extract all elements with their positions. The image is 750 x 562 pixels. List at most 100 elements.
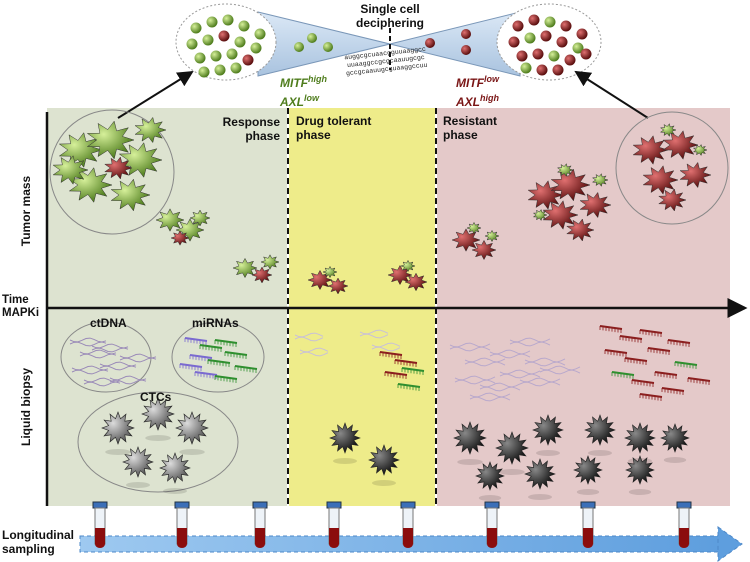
dna-strand xyxy=(79,349,117,359)
liquid-biopsy-label: Liquid biopsy xyxy=(19,368,33,446)
ctc-cell xyxy=(453,421,487,465)
cell-sphere xyxy=(556,36,568,48)
mirna-strand xyxy=(234,365,258,373)
tumor-cell xyxy=(260,254,280,270)
mirnas-label: miRNAs xyxy=(192,316,239,330)
magnified-resistant-tumor xyxy=(615,111,729,225)
sample-tubes xyxy=(92,501,692,548)
hourglass xyxy=(257,11,521,77)
cell-sphere xyxy=(214,64,226,76)
tumor-cell xyxy=(527,180,564,210)
mirna-strand xyxy=(631,379,655,387)
right-marker-label: MITFlow AXLhigh xyxy=(456,74,499,109)
mirna-strand xyxy=(654,371,678,379)
blood-sample-tube xyxy=(174,501,190,548)
ctc-cell xyxy=(524,458,556,500)
ctc-cell xyxy=(159,452,191,494)
cell-sphere xyxy=(206,16,218,28)
cell-sphere xyxy=(202,34,214,46)
dna-strand xyxy=(299,347,329,357)
cell-sphere xyxy=(520,62,532,74)
tumor-cell xyxy=(58,132,103,168)
tumor-cell xyxy=(170,230,190,246)
tumor-cell xyxy=(662,130,699,160)
ctc-cell xyxy=(532,414,564,456)
mirna-strand xyxy=(401,367,425,375)
tumor-cell xyxy=(451,228,481,252)
tumor-cell xyxy=(404,272,428,292)
mirna-strand xyxy=(207,359,231,367)
cell-sphere xyxy=(508,36,520,48)
cell-sphere xyxy=(234,36,246,48)
tumor-cell xyxy=(579,191,612,219)
mirna-strand xyxy=(619,335,643,343)
mirna-strand xyxy=(611,371,635,379)
tumor-cell xyxy=(189,209,211,227)
tumor-cell xyxy=(110,178,151,212)
mirna-strand xyxy=(604,349,628,357)
cell-sphere xyxy=(564,54,576,66)
mirna-strand xyxy=(624,357,648,365)
tumor-cell xyxy=(118,142,163,178)
tumor-cell xyxy=(134,116,167,144)
tumor-cell xyxy=(86,120,135,160)
cell-sphere xyxy=(540,30,552,42)
dna-strand xyxy=(83,377,121,387)
mitf-low-cell-cluster xyxy=(496,3,602,81)
dna-strand xyxy=(454,375,496,385)
ctdna-label: ctDNA xyxy=(90,316,127,330)
dna-strand xyxy=(99,361,137,371)
blood-sample-tube xyxy=(580,501,596,548)
cell-sphere xyxy=(186,38,198,50)
dna-strand xyxy=(499,369,541,379)
dna-strand xyxy=(69,337,107,347)
ctdna-ellipse xyxy=(60,321,152,393)
tumor-cell xyxy=(52,155,89,185)
cell-sphere xyxy=(524,32,536,44)
tumor-cell xyxy=(400,259,416,273)
cell-sphere xyxy=(250,42,262,54)
ctc-ellipse xyxy=(77,391,239,493)
tumor-cell xyxy=(591,173,609,187)
tumor-cell xyxy=(679,161,712,189)
ctc-cell xyxy=(660,423,690,463)
blood-sample-tube xyxy=(92,501,108,548)
drug-tolerant-phase-label: Drug tolerant phase xyxy=(296,114,372,142)
tumor-cell xyxy=(327,277,349,295)
cell-sphere xyxy=(572,42,584,54)
dna-strand xyxy=(449,342,491,352)
tumor-cell xyxy=(692,143,708,157)
ctc-cell xyxy=(475,461,505,501)
liquid-biopsy-elements xyxy=(69,325,711,501)
tumor-mass-label: Tumor mass xyxy=(19,175,33,247)
dna-strand xyxy=(479,382,521,392)
cell-sphere xyxy=(210,50,222,62)
cell-sphere xyxy=(254,28,266,40)
dna-strand xyxy=(71,365,109,375)
cell-sphere xyxy=(580,48,592,60)
cell-sphere xyxy=(218,30,230,42)
response-phase-label: Response phase xyxy=(222,115,280,143)
dna-strand xyxy=(464,357,506,367)
ctc-cell xyxy=(573,455,603,495)
tumor-cell xyxy=(542,200,579,230)
ctcs-label: CTCs xyxy=(140,390,172,404)
cell-sphere xyxy=(242,54,254,66)
ctc-cell xyxy=(625,455,655,495)
dna-strand xyxy=(371,342,401,352)
single-cell-title: Single cell deciphering xyxy=(355,2,424,30)
mirna-strand xyxy=(214,375,238,383)
mirna-strand xyxy=(599,325,623,333)
cell-sphere xyxy=(238,20,250,32)
dna-strand xyxy=(519,377,561,387)
mirna-strand xyxy=(199,344,223,352)
dna-strand xyxy=(109,375,147,385)
mirna-strand xyxy=(647,347,671,355)
mirna-strand xyxy=(674,361,698,369)
tumor-cell xyxy=(659,123,677,137)
cell-sphere xyxy=(230,62,242,74)
ctc-cell xyxy=(101,411,135,455)
tumor-cell xyxy=(232,257,258,279)
magnified-response-tumor xyxy=(49,109,175,235)
sampling-arrow xyxy=(79,526,743,562)
